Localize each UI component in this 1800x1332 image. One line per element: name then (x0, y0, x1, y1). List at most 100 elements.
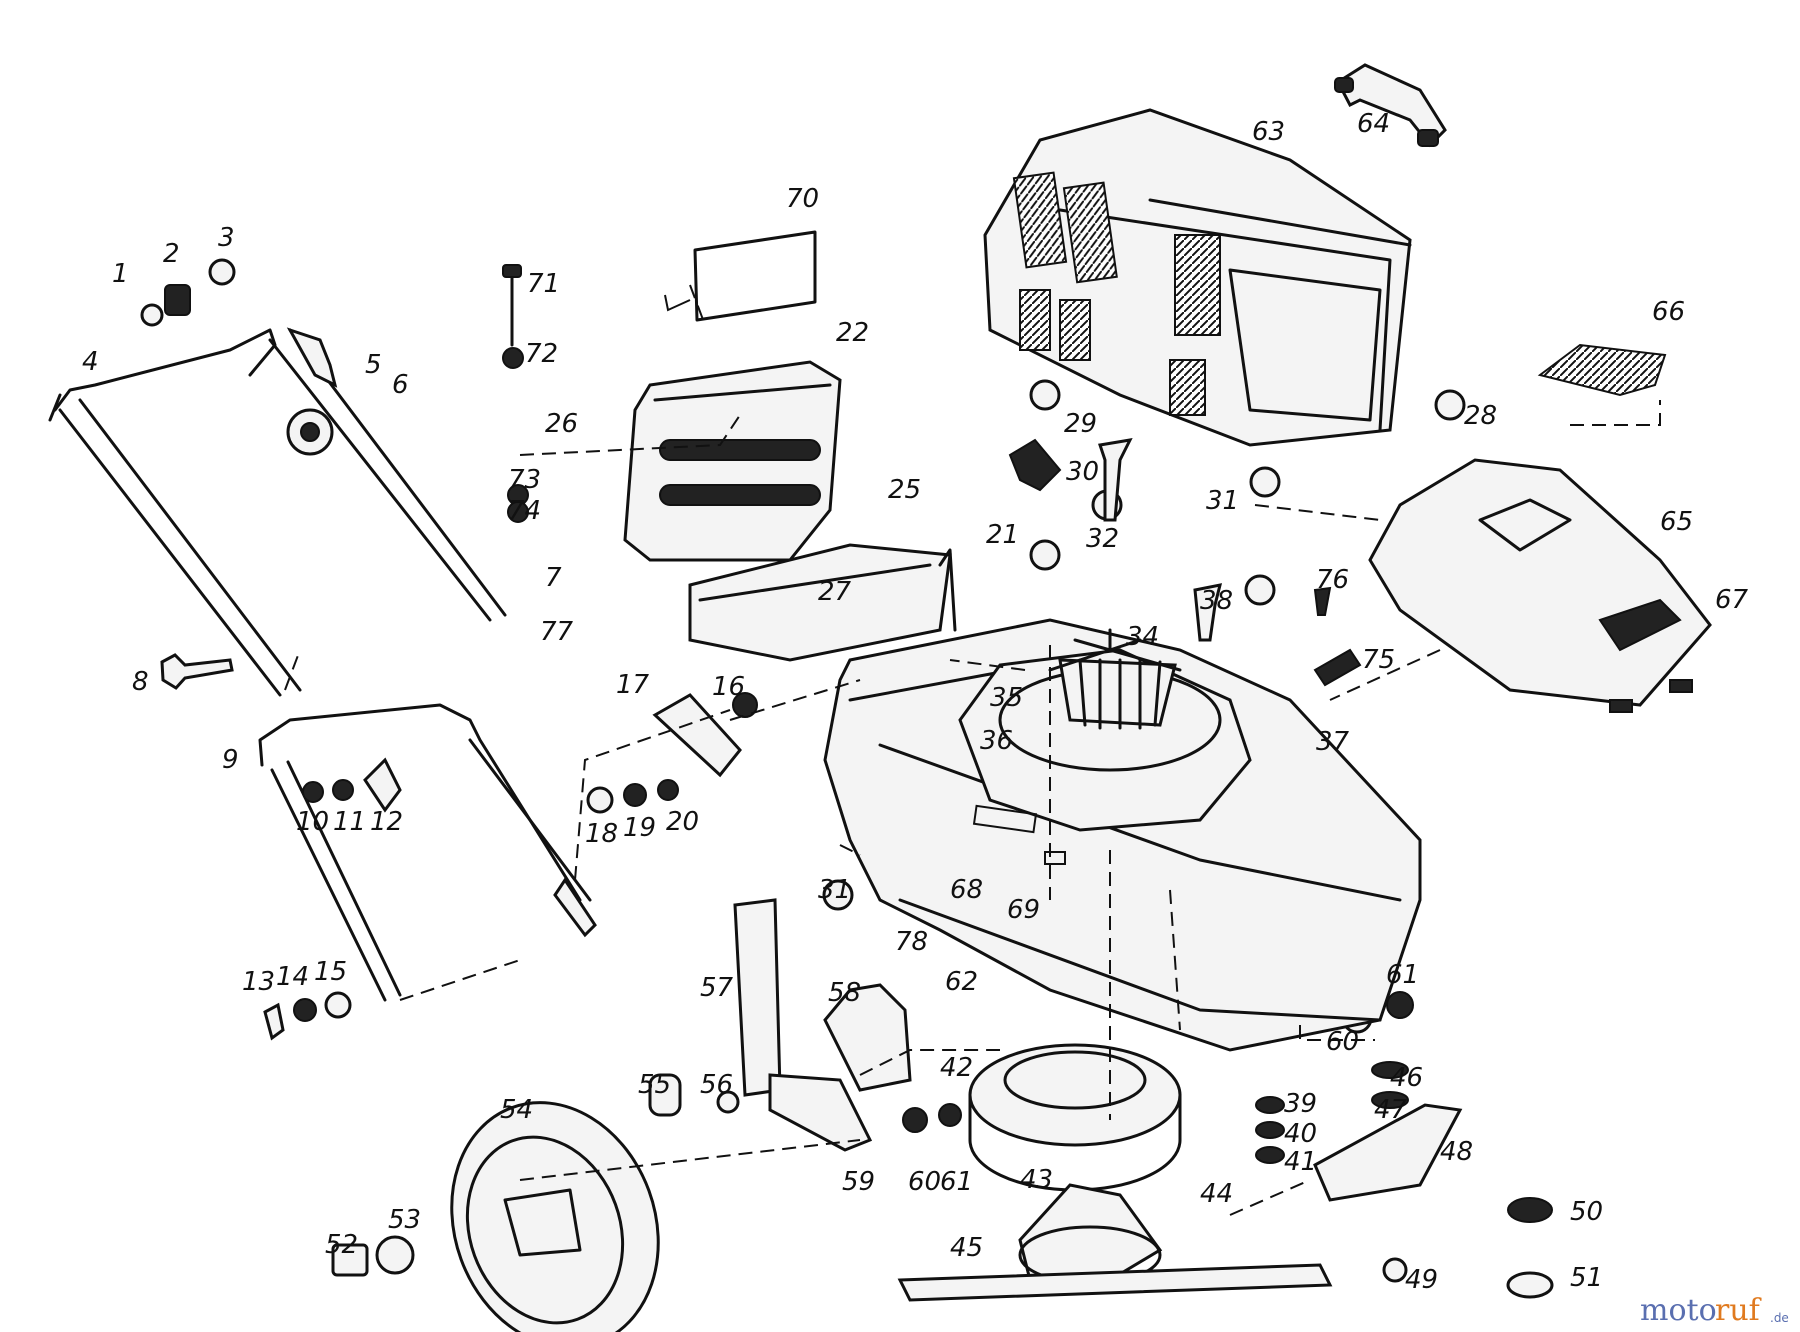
part-label-31: 31 (1206, 486, 1239, 516)
part-label-9: 9 (222, 745, 239, 775)
part-label-59: 59 (842, 1167, 875, 1197)
part-label-43: 43 (1020, 1165, 1053, 1195)
part-label-51: 51 (1570, 1263, 1603, 1293)
motor (998, 628, 1222, 772)
part-label-72: 72 (525, 339, 558, 369)
part-label-37: 37 (1316, 727, 1350, 757)
part-label-52: 52 (325, 1230, 358, 1260)
part-label-41: 41 (1284, 1147, 1317, 1177)
rear-height-adjuster (1255, 1061, 1554, 1299)
carry-handle (1334, 63, 1447, 148)
part-label-32: 32 (1086, 524, 1119, 554)
part-label-40: 40 (1284, 1119, 1317, 1149)
part-label-7: 7 (545, 563, 562, 593)
label-plate (664, 230, 817, 322)
deflector-bracket (688, 543, 957, 662)
watermark-de: .de (1770, 1311, 1789, 1325)
filter-mat (1537, 343, 1667, 397)
part-label-38: 38 (1200, 586, 1233, 616)
part-label-36: 36 (980, 726, 1013, 756)
watermark-moto: moto (1640, 1293, 1717, 1328)
part-label-68: 68 (950, 875, 983, 905)
part-label-11: 11 (333, 807, 366, 837)
part-label-29: 29 (1064, 409, 1097, 439)
rear-flap (623, 360, 842, 562)
part-label-66: 66 (1652, 297, 1685, 327)
part-label-22: 22 (836, 318, 869, 348)
part-label-45: 45 (950, 1233, 983, 1263)
watermark-logo: moto ruf .de (1640, 1293, 1789, 1328)
part-label-25: 25 (888, 475, 921, 505)
part-label-63: 63 (1252, 117, 1285, 147)
part-label-48: 48 (1440, 1137, 1473, 1167)
grass-catcher-box (983, 108, 1412, 447)
part-label-1: 1 (112, 259, 129, 289)
part-label-53: 53 (388, 1205, 421, 1235)
part-label-30: 30 (1066, 457, 1099, 487)
part-label-60: 60 (1326, 1027, 1359, 1057)
part-label-61: 61 (1386, 960, 1419, 990)
part-label-15: 15 (314, 957, 347, 987)
part-label-16: 16 (712, 672, 745, 702)
part-label-14: 14 (276, 962, 309, 992)
part-label-39: 39 (1284, 1089, 1317, 1119)
part-label-26: 26 (545, 409, 578, 439)
part-label-17: 17 (616, 670, 650, 700)
part-label-28: 28 (1464, 401, 1497, 431)
part-label-13: 13 (242, 967, 275, 997)
part-label-56: 56 (700, 1070, 733, 1100)
part-label-76: 76 (1316, 565, 1349, 595)
rear-cover (1368, 458, 1712, 713)
part-label-3: 3 (218, 223, 235, 253)
part-label-67: 67 (1715, 585, 1749, 615)
part-label-71: 71 (527, 269, 560, 299)
watermark-ruf: ruf (1715, 1293, 1762, 1328)
part-label-58: 58 (828, 978, 861, 1008)
wheel (450, 1101, 660, 1332)
part-label-69: 69 (1007, 895, 1040, 925)
part-label-57: 57 (700, 973, 734, 1003)
part-label-49: 49 (1405, 1265, 1438, 1295)
part-label-5: 5 (365, 350, 382, 380)
part-label-42: 42 (940, 1053, 973, 1083)
part-label-18: 18 (585, 819, 618, 849)
part-label-47: 47 (1374, 1095, 1408, 1125)
part-label-27: 27 (818, 577, 852, 607)
bolts (160, 264, 1332, 690)
part-label-60: 60 (908, 1167, 941, 1197)
part-label-2: 2 (163, 239, 180, 269)
part-label-21: 21 (986, 520, 1019, 550)
part-label-31: 31 (818, 875, 851, 905)
height-adjuster (733, 898, 912, 1152)
part-label-12: 12 (370, 807, 403, 837)
part-label-73: 73 (508, 465, 541, 495)
part-label-50: 50 (1570, 1197, 1603, 1227)
part-label-34: 34 (1126, 622, 1159, 652)
part-label-35: 35 (990, 683, 1023, 713)
part-label-55: 55 (638, 1070, 671, 1100)
part-label-70: 70 (786, 184, 819, 214)
part-label-61: 61 (940, 1167, 973, 1197)
part-label-10: 10 (296, 807, 329, 837)
handle-upper (48, 327, 507, 697)
fasteners (140, 258, 1466, 1277)
part-label-75: 75 (1362, 645, 1395, 675)
leader-lines (284, 284, 1661, 1216)
blade-assembly (897, 1043, 1333, 1302)
part-label-64: 64 (1357, 109, 1390, 139)
part-label-78: 78 (895, 927, 928, 957)
part-label-20: 20 (666, 807, 699, 837)
part-label-65: 65 (1660, 507, 1693, 537)
part-label-8: 8 (132, 667, 149, 697)
part-label-62: 62 (945, 967, 978, 997)
part-label-46: 46 (1390, 1063, 1423, 1093)
handle-lower (258, 703, 597, 1002)
part-label-77: 77 (540, 617, 574, 647)
part-label-6: 6 (392, 370, 409, 400)
part-label-74: 74 (508, 496, 541, 526)
part-label-19: 19 (623, 813, 656, 843)
part-label-4: 4 (82, 347, 99, 377)
